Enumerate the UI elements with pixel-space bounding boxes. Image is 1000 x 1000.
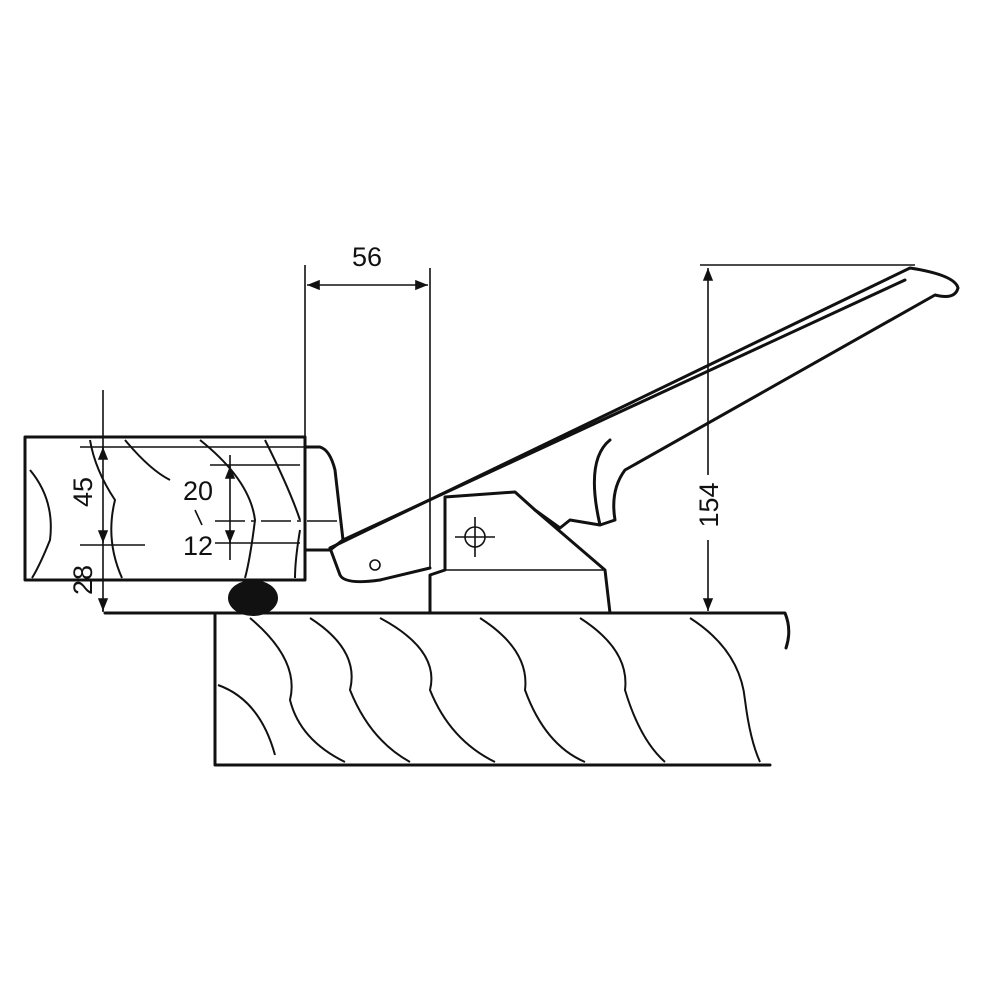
lever-mechanism xyxy=(328,266,960,615)
dimension-56: 56 xyxy=(304,242,431,568)
dimension-label-45: 45 xyxy=(68,477,98,507)
dimension-45-28: 45 28 xyxy=(68,390,145,612)
floor-block xyxy=(103,611,791,767)
dimension-label-28: 28 xyxy=(68,565,98,595)
dimension-label-154: 154 xyxy=(694,482,724,527)
dimension-20-12: 20 12 xyxy=(183,455,236,561)
dimension-label-20: 20 xyxy=(183,476,213,506)
dimension-154: 154 xyxy=(694,264,915,611)
rubber-seal xyxy=(228,580,278,616)
door-block xyxy=(23,435,345,582)
dimension-label-56: 56 xyxy=(352,242,382,272)
dimension-label-12: 12 xyxy=(183,531,213,561)
